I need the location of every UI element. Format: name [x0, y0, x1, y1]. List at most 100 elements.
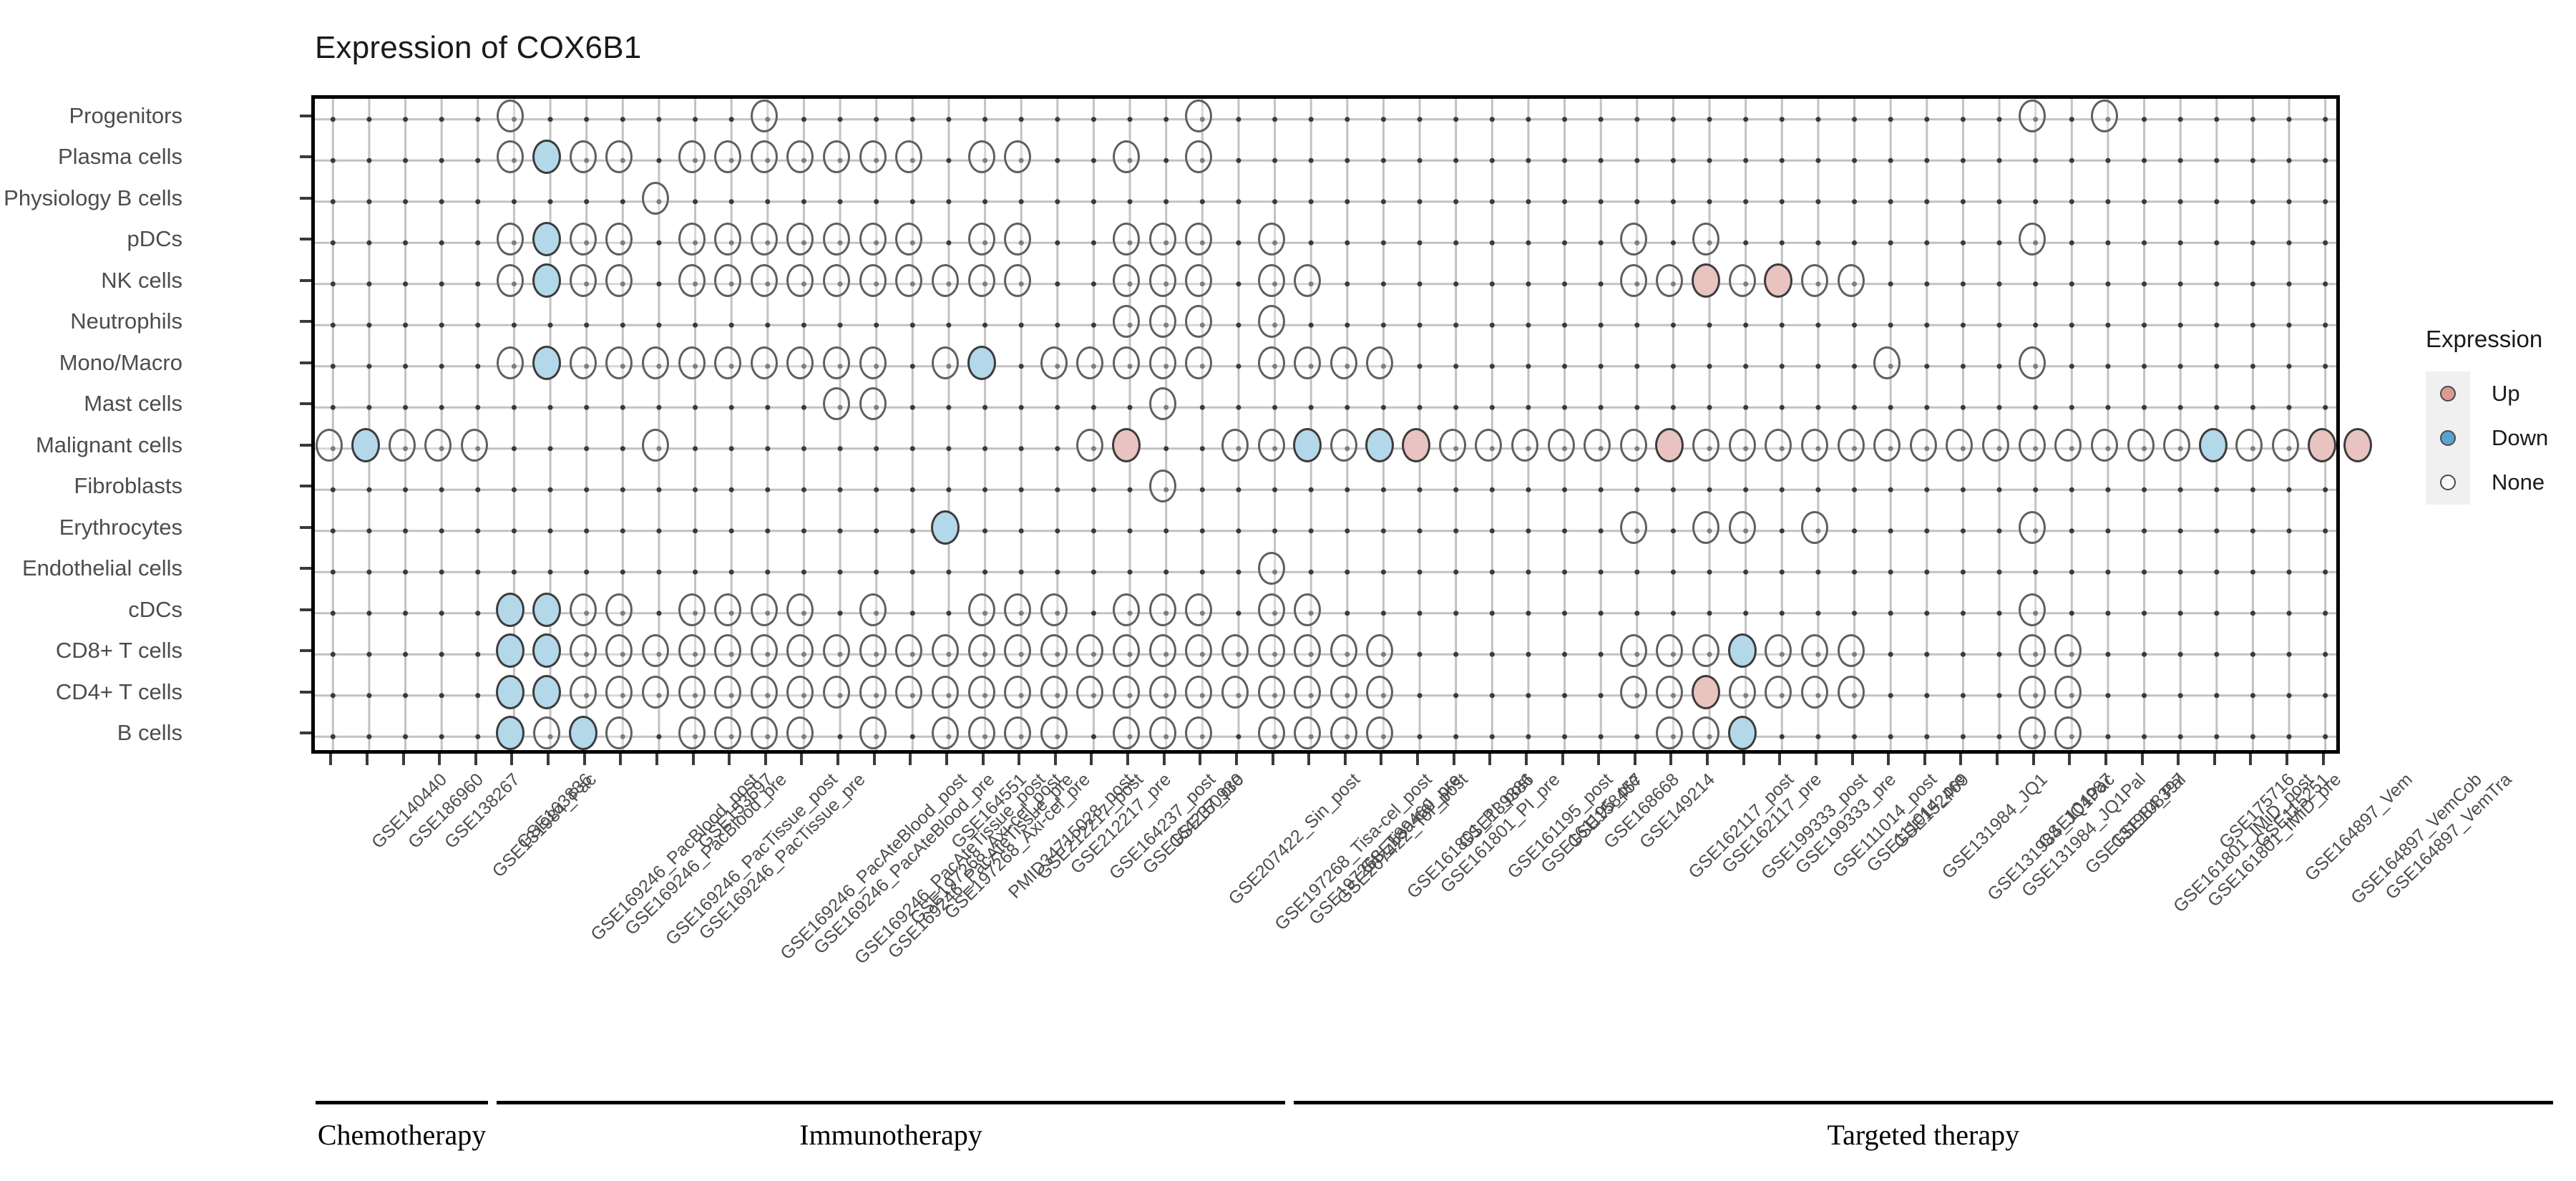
expression-point-none[interactable]: [1728, 675, 1756, 709]
expression-point-none[interactable]: [823, 263, 851, 297]
expression-point-none[interactable]: [388, 428, 416, 462]
expression-point-none[interactable]: [1765, 634, 1792, 668]
expression-point-none[interactable]: [967, 634, 995, 668]
expression-point-none[interactable]: [2018, 510, 2046, 544]
expression-point-none[interactable]: [714, 263, 742, 297]
expression-point-none[interactable]: [823, 387, 851, 421]
expression-point-none[interactable]: [1148, 346, 1176, 379]
expression-point-down[interactable]: [532, 263, 562, 298]
expression-point-none[interactable]: [2090, 99, 2118, 132]
expression-point-none[interactable]: [2018, 99, 2046, 132]
expression-point-down[interactable]: [568, 716, 597, 751]
expression-point-none[interactable]: [750, 346, 778, 379]
expression-point-down[interactable]: [532, 345, 562, 380]
expression-point-none[interactable]: [569, 263, 597, 297]
expression-point-down[interactable]: [532, 592, 562, 627]
expression-point-none[interactable]: [569, 346, 597, 379]
expression-point-none[interactable]: [1185, 263, 1213, 297]
expression-point-none[interactable]: [1004, 263, 1032, 297]
expression-point-down[interactable]: [1727, 633, 1757, 669]
expression-point-none[interactable]: [497, 140, 525, 174]
legend-item[interactable]: None: [2426, 460, 2548, 505]
expression-point-none[interactable]: [1692, 634, 1720, 668]
expression-point-none[interactable]: [1257, 593, 1285, 626]
expression-point-none[interactable]: [605, 634, 633, 668]
expression-point-none[interactable]: [714, 223, 742, 256]
expression-point-none[interactable]: [1619, 428, 1647, 462]
expression-point-none[interactable]: [605, 593, 633, 626]
expression-point-none[interactable]: [2018, 346, 2046, 379]
expression-point-none[interactable]: [2054, 428, 2082, 462]
expression-point-none[interactable]: [1185, 634, 1213, 668]
expression-point-none[interactable]: [1438, 428, 1466, 462]
expression-point-none[interactable]: [678, 593, 706, 626]
expression-point-none[interactable]: [823, 675, 851, 709]
expression-point-none[interactable]: [967, 593, 995, 626]
expression-point-none[interactable]: [569, 675, 597, 709]
expression-point-none[interactable]: [1873, 346, 1901, 379]
expression-point-none[interactable]: [1185, 675, 1213, 709]
expression-point-up[interactable]: [1692, 674, 1721, 709]
expression-point-none[interactable]: [678, 346, 706, 379]
expression-point-none[interactable]: [1004, 223, 1032, 256]
expression-point-none[interactable]: [678, 263, 706, 297]
expression-point-none[interactable]: [1148, 593, 1176, 626]
expression-point-down[interactable]: [496, 674, 525, 709]
expression-point-none[interactable]: [1656, 263, 1684, 297]
expression-point-none[interactable]: [750, 634, 778, 668]
expression-point-none[interactable]: [1004, 675, 1032, 709]
expression-point-none[interactable]: [2018, 716, 2046, 750]
expression-point-none[interactable]: [641, 428, 669, 462]
expression-point-none[interactable]: [786, 263, 814, 297]
expression-point-none[interactable]: [1076, 346, 1104, 379]
expression-point-none[interactable]: [2018, 675, 2046, 709]
expression-point-none[interactable]: [2018, 634, 2046, 668]
expression-point-none[interactable]: [859, 223, 887, 256]
expression-point-none[interactable]: [2090, 428, 2118, 462]
expression-point-none[interactable]: [605, 346, 633, 379]
expression-point-none[interactable]: [714, 140, 742, 174]
expression-point-none[interactable]: [1221, 634, 1249, 668]
expression-point-up[interactable]: [1764, 263, 1793, 298]
expression-point-none[interactable]: [678, 140, 706, 174]
expression-point-none[interactable]: [931, 346, 959, 379]
expression-point-none[interactable]: [1185, 140, 1213, 174]
expression-point-none[interactable]: [1257, 263, 1285, 297]
expression-point-none[interactable]: [931, 263, 959, 297]
expression-point-none[interactable]: [1185, 99, 1213, 132]
expression-point-none[interactable]: [859, 675, 887, 709]
expression-point-none[interactable]: [1366, 716, 1394, 750]
expression-point-none[interactable]: [750, 99, 778, 132]
expression-point-none[interactable]: [967, 716, 995, 750]
expression-point-none[interactable]: [859, 716, 887, 750]
expression-point-none[interactable]: [1076, 634, 1104, 668]
expression-point-none[interactable]: [1837, 675, 1865, 709]
expression-point-none[interactable]: [1113, 305, 1141, 339]
expression-point-none[interactable]: [1113, 634, 1141, 668]
expression-point-up[interactable]: [1402, 427, 1431, 462]
expression-point-none[interactable]: [1257, 675, 1285, 709]
expression-point-none[interactable]: [1982, 428, 2010, 462]
expression-point-none[interactable]: [1185, 716, 1213, 750]
expression-point-none[interactable]: [1113, 593, 1141, 626]
expression-point-none[interactable]: [1148, 305, 1176, 339]
expression-point-none[interactable]: [1148, 675, 1176, 709]
expression-point-none[interactable]: [1040, 675, 1068, 709]
expression-point-none[interactable]: [316, 428, 343, 462]
expression-point-none[interactable]: [1330, 634, 1357, 668]
expression-point-none[interactable]: [1257, 428, 1285, 462]
expression-point-none[interactable]: [1294, 634, 1322, 668]
expression-point-down[interactable]: [532, 674, 562, 709]
expression-point-none[interactable]: [1692, 428, 1720, 462]
expression-point-down[interactable]: [532, 140, 562, 175]
expression-point-none[interactable]: [823, 223, 851, 256]
expression-point-none[interactable]: [750, 716, 778, 750]
expression-point-none[interactable]: [895, 263, 923, 297]
expression-point-none[interactable]: [1475, 428, 1503, 462]
expression-point-none[interactable]: [605, 675, 633, 709]
expression-point-none[interactable]: [750, 223, 778, 256]
expression-point-none[interactable]: [678, 716, 706, 750]
expression-point-none[interactable]: [2272, 428, 2300, 462]
expression-point-none[interactable]: [1692, 510, 1720, 544]
expression-point-none[interactable]: [1257, 305, 1285, 339]
